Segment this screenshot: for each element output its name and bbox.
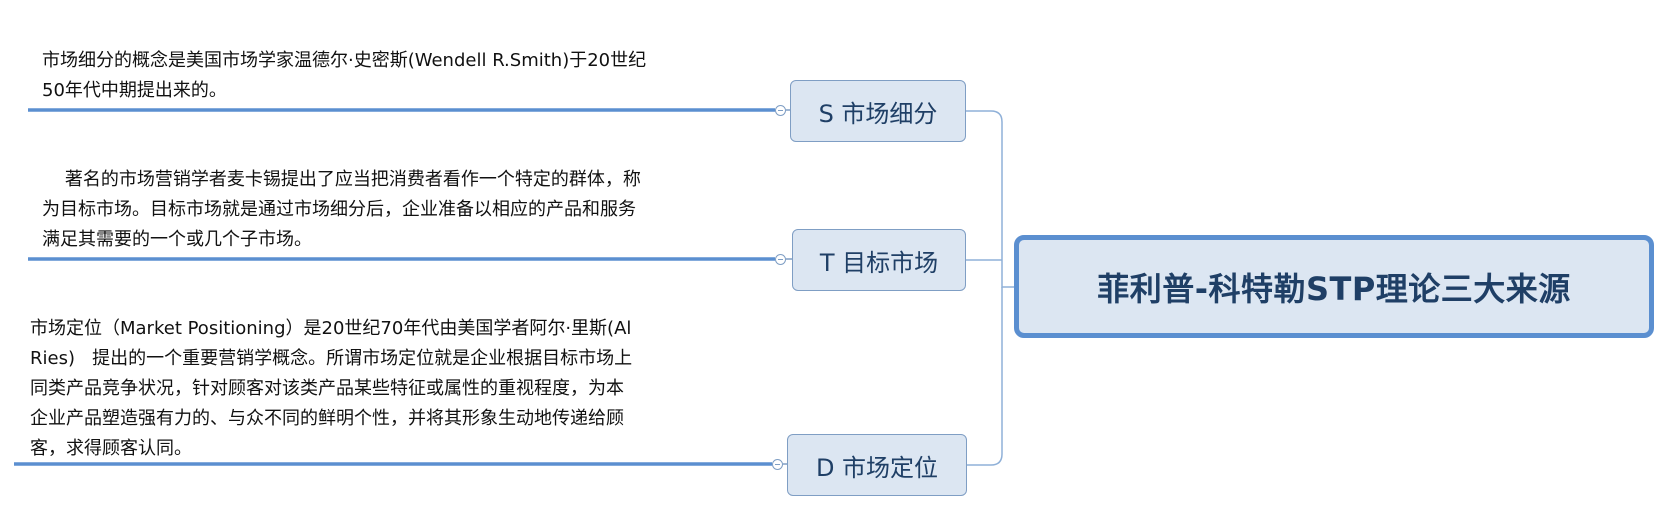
connector-root-to-s [966, 110, 1014, 288]
collapse-toggle-icon[interactable] [775, 254, 786, 265]
root-title: 菲利普-科特勒STP理论三大来源 [1097, 269, 1571, 308]
note-segmentation[interactable]: 市场细分的概念是美国市场学家温德尔·史密斯(Wendell R.Smith)于2… [42, 50, 647, 101]
topic-targeting[interactable]: T 目标市场 [792, 229, 966, 291]
note-targeting[interactable]: 著名的市场营销学者麦卡锡提出了应当把消费者看作一个特定的群体，称 为目标市场。目… [42, 169, 641, 250]
root-topic[interactable]: 菲利普-科特勒STP理论三大来源 [1014, 235, 1654, 338]
topic-positioning-label: D 市场定位 [815, 453, 939, 482]
collapse-toggle-icon[interactable] [772, 459, 783, 470]
note-positioning[interactable]: 市场定位（Market Positioning）是20世纪70年代由美国学者阿尔… [30, 318, 633, 459]
topic-segmentation-label: S 市场细分 [818, 99, 938, 128]
collapse-toggle-icon[interactable] [775, 105, 786, 116]
topic-positioning[interactable]: D 市场定位 [787, 434, 967, 496]
connector-root-to-d [967, 287, 1003, 466]
topic-segmentation[interactable]: S 市场细分 [790, 80, 966, 142]
topic-targeting-label: T 目标市场 [819, 248, 939, 277]
